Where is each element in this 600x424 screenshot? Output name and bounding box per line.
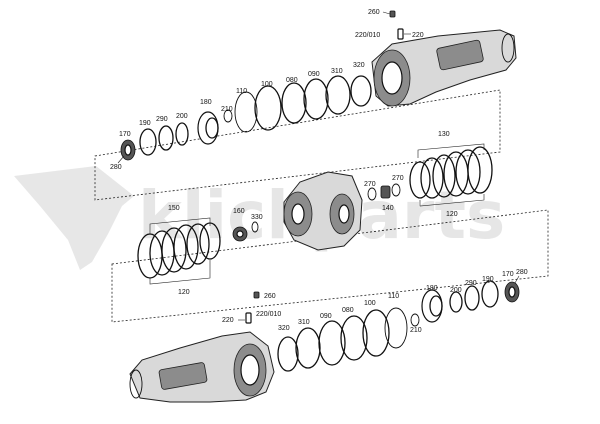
label-110-bottom: 110 xyxy=(388,293,399,300)
label-170-top: 170 xyxy=(119,131,131,138)
piston-180-bottom xyxy=(421,289,443,323)
ring-290-bottom xyxy=(464,285,480,311)
label-090-top: 090 xyxy=(308,71,320,78)
spider-160 xyxy=(232,226,248,242)
upper-assembly-frame xyxy=(94,89,501,201)
label-190-top: 190 xyxy=(139,120,151,127)
label-290-top: 290 xyxy=(156,116,168,123)
label-310-bottom: 310 xyxy=(298,319,310,326)
bearing-170-top xyxy=(120,139,136,161)
bolt-260-top xyxy=(389,10,396,18)
lower-assembly-frame xyxy=(111,209,549,323)
label-080-top: 080 xyxy=(286,77,298,84)
housing-top xyxy=(371,29,517,107)
label-100-bottom: 100 xyxy=(364,300,376,307)
ring-110-top xyxy=(234,91,258,133)
label-260-top: 260 xyxy=(368,9,380,16)
label-120-right: 120 xyxy=(446,211,458,218)
label-180-bottom: 180 xyxy=(426,285,438,292)
bearing-170-bottom xyxy=(504,281,520,303)
watermark-logo-icon xyxy=(14,166,134,270)
clutch-pack-150 xyxy=(137,222,221,279)
ring-210-top xyxy=(223,109,233,123)
label-260-bottom: 260 xyxy=(264,293,276,300)
ring-320-bottom xyxy=(277,336,299,372)
label-110-top: 110 xyxy=(236,88,247,95)
housing-bottom xyxy=(129,331,275,403)
piston-180-top xyxy=(197,111,219,145)
sensor-220-bottom xyxy=(245,312,252,324)
label-210-top: 210 xyxy=(221,106,233,113)
label-310-top: 310 xyxy=(331,68,343,75)
label-220-top: 220 xyxy=(412,32,424,39)
ring-310-top xyxy=(325,75,351,115)
label-120-left: 120 xyxy=(178,289,190,296)
ring-090-bottom xyxy=(318,320,346,366)
spring-140 xyxy=(380,185,391,199)
ring-090-top xyxy=(303,78,329,120)
ring-190-bottom xyxy=(481,280,499,308)
label-330: 330 xyxy=(251,214,263,221)
ring-100-bottom xyxy=(362,309,390,357)
ring-210-bottom xyxy=(410,313,420,327)
label-150: 150 xyxy=(168,205,180,212)
ring-270-a xyxy=(367,187,377,201)
ring-310-bottom xyxy=(295,327,321,369)
label-270-a: 270 xyxy=(364,181,376,188)
ring-290-top xyxy=(158,125,174,151)
bolt-260-bottom xyxy=(253,291,260,299)
ring-200-top xyxy=(175,122,189,146)
label-140: 140 xyxy=(382,205,394,212)
clutch-pack-130 xyxy=(409,146,493,199)
ring-080-top xyxy=(281,82,307,124)
label-090-bottom: 090 xyxy=(320,313,332,320)
label-220-010-top: 220/010 xyxy=(355,32,380,39)
label-200-bottom: 200 xyxy=(450,287,462,294)
sensor-220-top xyxy=(397,28,404,40)
label-320-bottom: 320 xyxy=(278,325,290,332)
label-290-bottom: 290 xyxy=(465,280,477,287)
label-190-bottom: 190 xyxy=(482,276,494,283)
clutch-assembly-center xyxy=(283,171,363,251)
label-180-top: 180 xyxy=(200,99,212,106)
ring-320-top xyxy=(350,75,372,107)
ring-270-b xyxy=(391,183,401,197)
label-220-010-bottom: 220/010 xyxy=(256,311,281,318)
ring-190-top xyxy=(139,128,157,156)
label-100-top: 100 xyxy=(261,81,273,88)
label-280-top: 280 xyxy=(110,164,122,171)
label-160: 160 xyxy=(233,208,245,215)
ring-100-top xyxy=(254,85,282,131)
label-210-bottom: 210 xyxy=(410,327,422,334)
ring-200-bottom xyxy=(449,291,463,313)
ring-110-bottom xyxy=(384,307,408,349)
label-170-bottom: 170 xyxy=(502,271,514,278)
ring-330 xyxy=(251,221,259,233)
label-280-bottom: 280 xyxy=(516,269,528,276)
label-220-bottom: 220 xyxy=(222,317,234,324)
label-080-bottom: 080 xyxy=(342,307,354,314)
ring-080-bottom xyxy=(340,315,368,361)
label-270-b: 270 xyxy=(392,175,404,182)
label-130: 130 xyxy=(438,131,450,138)
label-200-top: 200 xyxy=(176,113,188,120)
label-320-top: 320 xyxy=(353,62,365,69)
